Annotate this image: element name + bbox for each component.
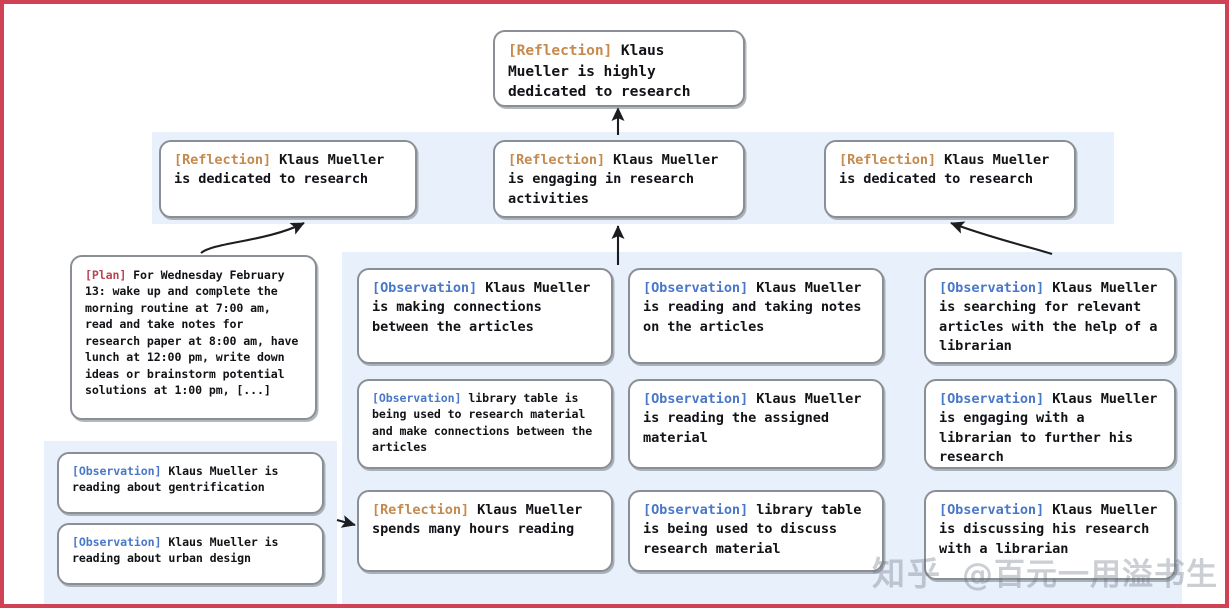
observation-tag: [Observation] [939, 502, 1045, 518]
reflection-text: Klaus Mueller is dedicated to research [839, 152, 1050, 188]
reflection-tag: [Reflection] [174, 152, 272, 168]
observation-tag: [Observation] [72, 464, 162, 478]
observation-tag: [Observation] [372, 280, 478, 296]
column-c-node-1[interactable]: [Observation] Klaus Mueller is searching… [924, 268, 1176, 364]
plan-text: For Wednesday February 13: wake up and c… [85, 268, 299, 398]
column-a-node-1[interactable]: [Observation] Klaus Mueller is making co… [357, 268, 613, 364]
reflection-node-middle[interactable]: [Reflection] Klaus Mueller is engaging i… [493, 140, 745, 218]
observation-tag: [Observation] [643, 502, 749, 518]
observation-text: library table is being used to research … [372, 391, 593, 455]
observation-tag: [Observation] [372, 391, 462, 405]
reflection-tag: [Reflection] [839, 152, 937, 168]
reflection-tag: [Reflection] [372, 502, 470, 518]
observation-text: Klaus Mueller is searching for relevant … [939, 280, 1158, 354]
observation-text: Klaus Mueller is reading about gentrific… [72, 464, 279, 495]
reflection-tag: [Reflection] [508, 42, 613, 59]
column-a-node-3[interactable]: [Reflection] Klaus Mueller spends many h… [357, 490, 613, 572]
observation-text: Klaus Mueller is making connections betw… [372, 280, 591, 335]
column-c-node-2[interactable]: [Observation] Klaus Mueller is engaging … [924, 379, 1176, 469]
reflection-text: Klaus Mueller is engaging in research ac… [508, 152, 719, 207]
observation-text: Klaus Mueller is reading and taking note… [643, 280, 862, 335]
observation-text: Klaus Mueller is engaging with a librari… [939, 391, 1158, 465]
plan-node[interactable]: [Plan] For Wednesday February 13: wake u… [70, 255, 317, 420]
reflection-tag: [Reflection] [508, 152, 606, 168]
reflection-node-left[interactable]: [Reflection] Klaus Mueller is dedicated … [159, 140, 417, 218]
observation-text: Klaus Mueller is reading about urban des… [72, 535, 279, 566]
column-b-node-2[interactable]: [Observation] Klaus Mueller is reading t… [628, 379, 884, 469]
left-observation-node-2[interactable]: [Observation] Klaus Mueller is reading a… [57, 523, 324, 585]
observation-text: Klaus Mueller is reading the assigned ma… [643, 391, 862, 446]
observation-tag: [Observation] [939, 391, 1045, 407]
observation-tag: [Observation] [643, 280, 749, 296]
reflection-text: Klaus Mueller spends many hours reading [372, 502, 583, 538]
reflection-node-right[interactable]: [Reflection] Klaus Mueller is dedicated … [824, 140, 1076, 218]
observation-tag: [Observation] [643, 391, 749, 407]
column-b-node-3[interactable]: [Observation] library table is being use… [628, 490, 884, 572]
observation-tag: [Observation] [72, 535, 162, 549]
observation-text: Klaus Mueller is discussing his research… [939, 502, 1158, 557]
reflection-text: Klaus Mueller is dedicated to research [174, 152, 385, 188]
column-a-node-2[interactable]: [Observation] library table is being use… [357, 379, 613, 469]
root-reflection-text: Klaus Mueller is highly dedicated to res… [508, 42, 691, 101]
column-c-node-3[interactable]: [Observation] Klaus Mueller is discussin… [924, 490, 1176, 580]
plan-tag: [Plan] [85, 268, 127, 282]
root-reflection-node[interactable]: [Reflection] Klaus Mueller is highly ded… [493, 30, 745, 107]
observation-tag: [Observation] [939, 280, 1045, 296]
left-observation-node-1[interactable]: [Observation] Klaus Mueller is reading a… [57, 452, 324, 514]
diagram-canvas: [Reflection] Klaus Mueller is highly ded… [4, 4, 1225, 604]
column-b-node-1[interactable]: [Observation] Klaus Mueller is reading a… [628, 268, 884, 364]
observation-text: library table is being used to discuss r… [643, 502, 862, 557]
